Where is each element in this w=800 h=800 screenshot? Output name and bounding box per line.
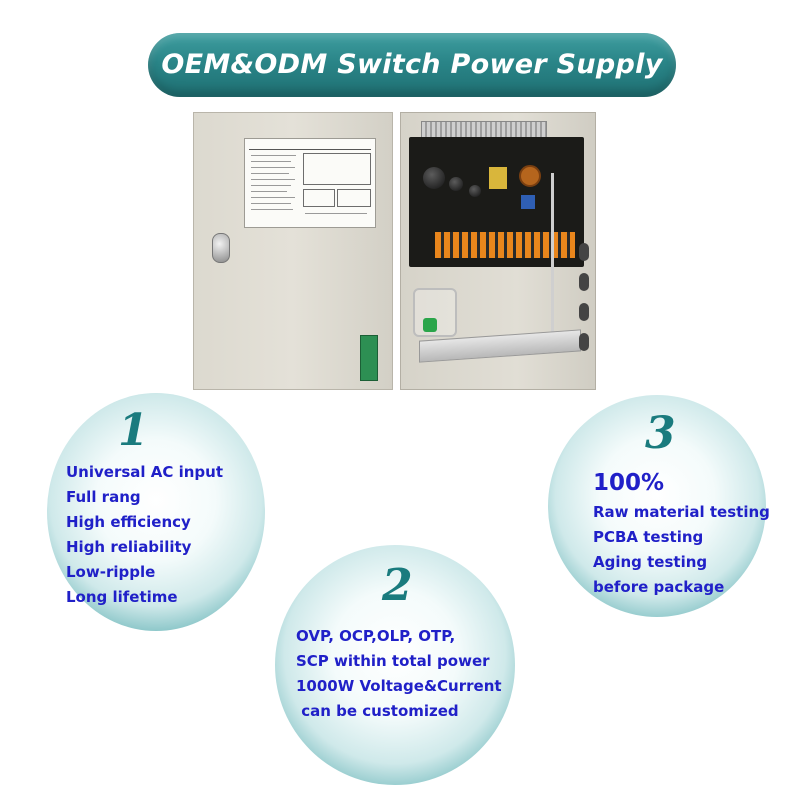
spec-label-header bbox=[249, 142, 371, 150]
feature-2-line: 1000W Voltage&Current bbox=[296, 677, 502, 695]
feature-number-2: 2 bbox=[382, 560, 413, 611]
feature-1-line: Full rang bbox=[66, 488, 141, 506]
feature-circle-1 bbox=[47, 393, 265, 631]
feature-circle-3 bbox=[548, 395, 766, 617]
product-image bbox=[190, 110, 600, 395]
title-banner: OEM&ODM Switch Power Supply bbox=[148, 33, 676, 97]
feature-3-highlight: 100% bbox=[593, 470, 665, 496]
feature-1-line: Universal AC input bbox=[66, 463, 224, 481]
fuse bbox=[423, 318, 437, 332]
transformer bbox=[489, 167, 507, 189]
terminal-block bbox=[435, 232, 575, 258]
feature-2-line: OVP, OCP,OLP, OTP, bbox=[296, 627, 456, 645]
relay bbox=[521, 195, 535, 209]
feature-3-line: Raw material testing bbox=[593, 503, 770, 521]
feature-list-2: OVP, OCP,OLP, OTP, SCP within total powe… bbox=[296, 624, 502, 724]
cabinet-interior bbox=[400, 112, 596, 390]
feature-number-3: 3 bbox=[645, 408, 676, 459]
coil bbox=[519, 165, 541, 187]
feature-3-line: PCBA testing bbox=[593, 528, 704, 546]
page-title: OEM&ODM Switch Power Supply bbox=[161, 49, 663, 80]
circuit-board bbox=[409, 137, 584, 267]
feature-1-line: High efficiency bbox=[66, 513, 191, 531]
feature-3-line: Aging testing bbox=[593, 553, 708, 571]
feature-1-line: Long lifetime bbox=[66, 588, 178, 606]
key-lock bbox=[212, 233, 230, 263]
feature-number-1: 1 bbox=[118, 405, 149, 456]
feature-circle-2 bbox=[275, 545, 515, 785]
feature-2-line: can be customized bbox=[296, 702, 459, 720]
feature-3-line: before package bbox=[593, 578, 725, 596]
feature-1-line: Low-ripple bbox=[66, 563, 156, 581]
cabinet-door bbox=[193, 112, 393, 390]
feature-list-3: Raw material testing PCBA testing Aging … bbox=[593, 500, 770, 600]
tamper-switch bbox=[360, 335, 378, 381]
feature-2-line: SCP within total power bbox=[296, 652, 490, 670]
spec-label bbox=[244, 138, 376, 228]
feature-1-line: High reliability bbox=[66, 538, 192, 556]
feature-list-1: Universal AC input Full rang High effici… bbox=[66, 460, 223, 610]
